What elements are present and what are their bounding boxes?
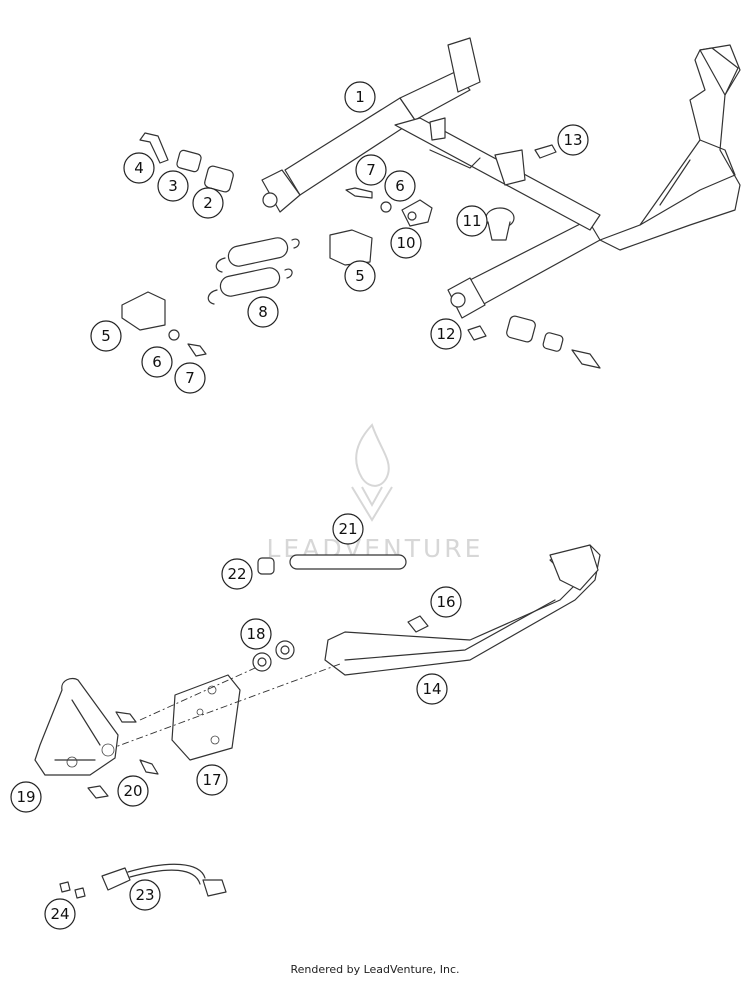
rubber-bumper-11	[485, 207, 515, 241]
callout-6-upper: 6	[384, 170, 416, 202]
callout-18: 18	[240, 618, 272, 650]
callout-19: 19	[10, 781, 42, 813]
svg-text:17: 17	[202, 771, 221, 789]
callout-6-lower: 6	[141, 346, 173, 378]
callout-10: 10	[390, 227, 422, 259]
svg-text:6: 6	[395, 177, 405, 195]
callout-7-upper: 7	[355, 154, 387, 186]
callout-11: 11	[456, 205, 488, 237]
svg-text:3: 3	[168, 177, 178, 195]
bolt-7-upper	[345, 187, 392, 213]
nut-bushings-12	[467, 315, 601, 369]
callout-5-middle: 5	[344, 260, 376, 292]
callout-23: 23	[129, 879, 161, 911]
svg-text:11: 11	[462, 212, 481, 230]
callout-14: 14	[416, 673, 448, 705]
side-stand-14	[324, 544, 601, 676]
sensor-23	[101, 863, 227, 897]
svg-text:8: 8	[258, 303, 268, 321]
callout-20: 20	[117, 775, 149, 807]
svg-text:7: 7	[366, 161, 376, 179]
svg-text:10: 10	[396, 234, 415, 252]
callout-8: 8	[247, 296, 279, 328]
bushing-22	[257, 557, 275, 575]
callout-21: 21	[332, 513, 364, 545]
svg-text:5: 5	[101, 327, 111, 345]
callout-5-lower: 5	[90, 320, 122, 352]
svg-text:7: 7	[185, 369, 195, 387]
callout-7-lower: 7	[174, 362, 206, 394]
bracket-10	[401, 199, 433, 227]
svg-text:14: 14	[422, 680, 441, 698]
bolt-13	[534, 144, 557, 159]
svg-text:16: 16	[436, 593, 455, 611]
leadventure-watermark: LEADVENTURE	[267, 423, 480, 563]
svg-text:12: 12	[436, 325, 455, 343]
bushings-18	[252, 640, 295, 672]
svg-text:18: 18	[246, 625, 265, 643]
footer-credit: Rendered by LeadVenture, Inc.	[290, 963, 460, 976]
svg-text:1: 1	[355, 88, 365, 106]
bolts-20	[87, 711, 159, 799]
alignment-line	[79, 663, 341, 761]
svg-text:4: 4	[134, 159, 144, 177]
callout-4: 4	[123, 152, 155, 184]
svg-text:20: 20	[123, 782, 142, 800]
bracket-5-middle	[329, 229, 373, 266]
callout-16: 16	[430, 586, 462, 618]
bolt-4	[139, 132, 169, 164]
bushing-2	[204, 165, 234, 193]
svg-text:2: 2	[203, 194, 213, 212]
svg-text:24: 24	[50, 905, 69, 923]
callout-12: 12	[430, 318, 462, 350]
screws-24	[59, 881, 86, 899]
nut-bolt-6-7-lower	[168, 329, 207, 357]
sleeve-3	[176, 149, 202, 173]
pin-21	[289, 554, 407, 570]
callout-13: 13	[557, 124, 589, 156]
mount-bracket-19	[34, 677, 119, 776]
callout-24: 24	[44, 898, 76, 930]
svg-text:21: 21	[338, 520, 357, 538]
plate-17	[171, 674, 241, 761]
bolt-16	[407, 615, 429, 633]
svg-text:6: 6	[152, 353, 162, 371]
svg-text:22: 22	[227, 565, 246, 583]
bracket-5-lower	[121, 291, 166, 331]
center-stand-frame	[261, 37, 741, 319]
callout-1: 1	[344, 81, 376, 113]
springs-8	[207, 237, 300, 305]
alignment-line	[139, 667, 256, 721]
svg-text:23: 23	[135, 886, 154, 904]
svg-text:5: 5	[355, 267, 365, 285]
svg-text:13: 13	[563, 131, 582, 149]
svg-text:19: 19	[16, 788, 35, 806]
callout-17: 17	[196, 764, 228, 796]
callout-22: 22	[221, 558, 253, 590]
callout-2: 2	[192, 187, 224, 219]
callout-3: 3	[157, 170, 189, 202]
